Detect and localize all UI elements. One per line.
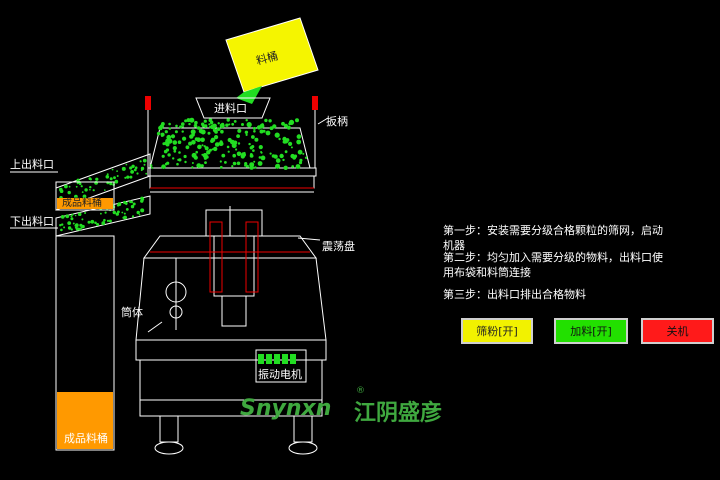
barrel-body-label: 筒体 (121, 306, 143, 319)
handle-label: 扳柄 (326, 115, 348, 128)
screen-on-button[interactable]: 筛粉[开] (461, 318, 533, 344)
brand-logo-latin: Snynxn (240, 396, 332, 421)
step-1-text: 第一步：安装需要分级合格颗粒的筛网，启动机器 (443, 224, 663, 252)
product-bucket-large-label: 成品料桶 (64, 432, 108, 445)
vibration-motor-label: 振动电机 (258, 368, 302, 381)
product-bucket-small-label: 成品料桶 (62, 198, 102, 209)
machine-body (135, 206, 327, 455)
lower-outlet-label: 下出料口 (10, 215, 54, 228)
brand-registered-mark: ® (356, 386, 365, 396)
handle-right (312, 96, 318, 168)
inlet-funnel (195, 97, 271, 119)
step-2-text: 第二步：均匀加入需要分级的物料，出料口使用布袋和料筒连接 (443, 251, 663, 279)
handle-left (145, 96, 151, 168)
sieve-granules (149, 117, 308, 170)
machine-red-parts (150, 187, 314, 293)
vibration-disc-label: 震荡盘 (322, 240, 355, 253)
brand-logo-chinese: 江阴盛彦 (354, 401, 443, 426)
feed-on-button[interactable]: 加料[开] (554, 318, 628, 344)
product-bucket-small (55, 181, 115, 211)
product-bucket-large (55, 235, 115, 451)
chute-granules (59, 158, 148, 232)
vibration-motor (255, 349, 307, 383)
leader-lines (10, 117, 329, 333)
step-3-text: 第三步：出料口排出合格物料 (443, 288, 586, 301)
sieve-upper (147, 127, 317, 193)
upper-outlet-label: 上出料口 (10, 158, 54, 171)
stop-button[interactable]: 关机 (641, 318, 714, 344)
feed-hopper (225, 17, 319, 104)
inlet-label: 进料口 (214, 102, 247, 115)
